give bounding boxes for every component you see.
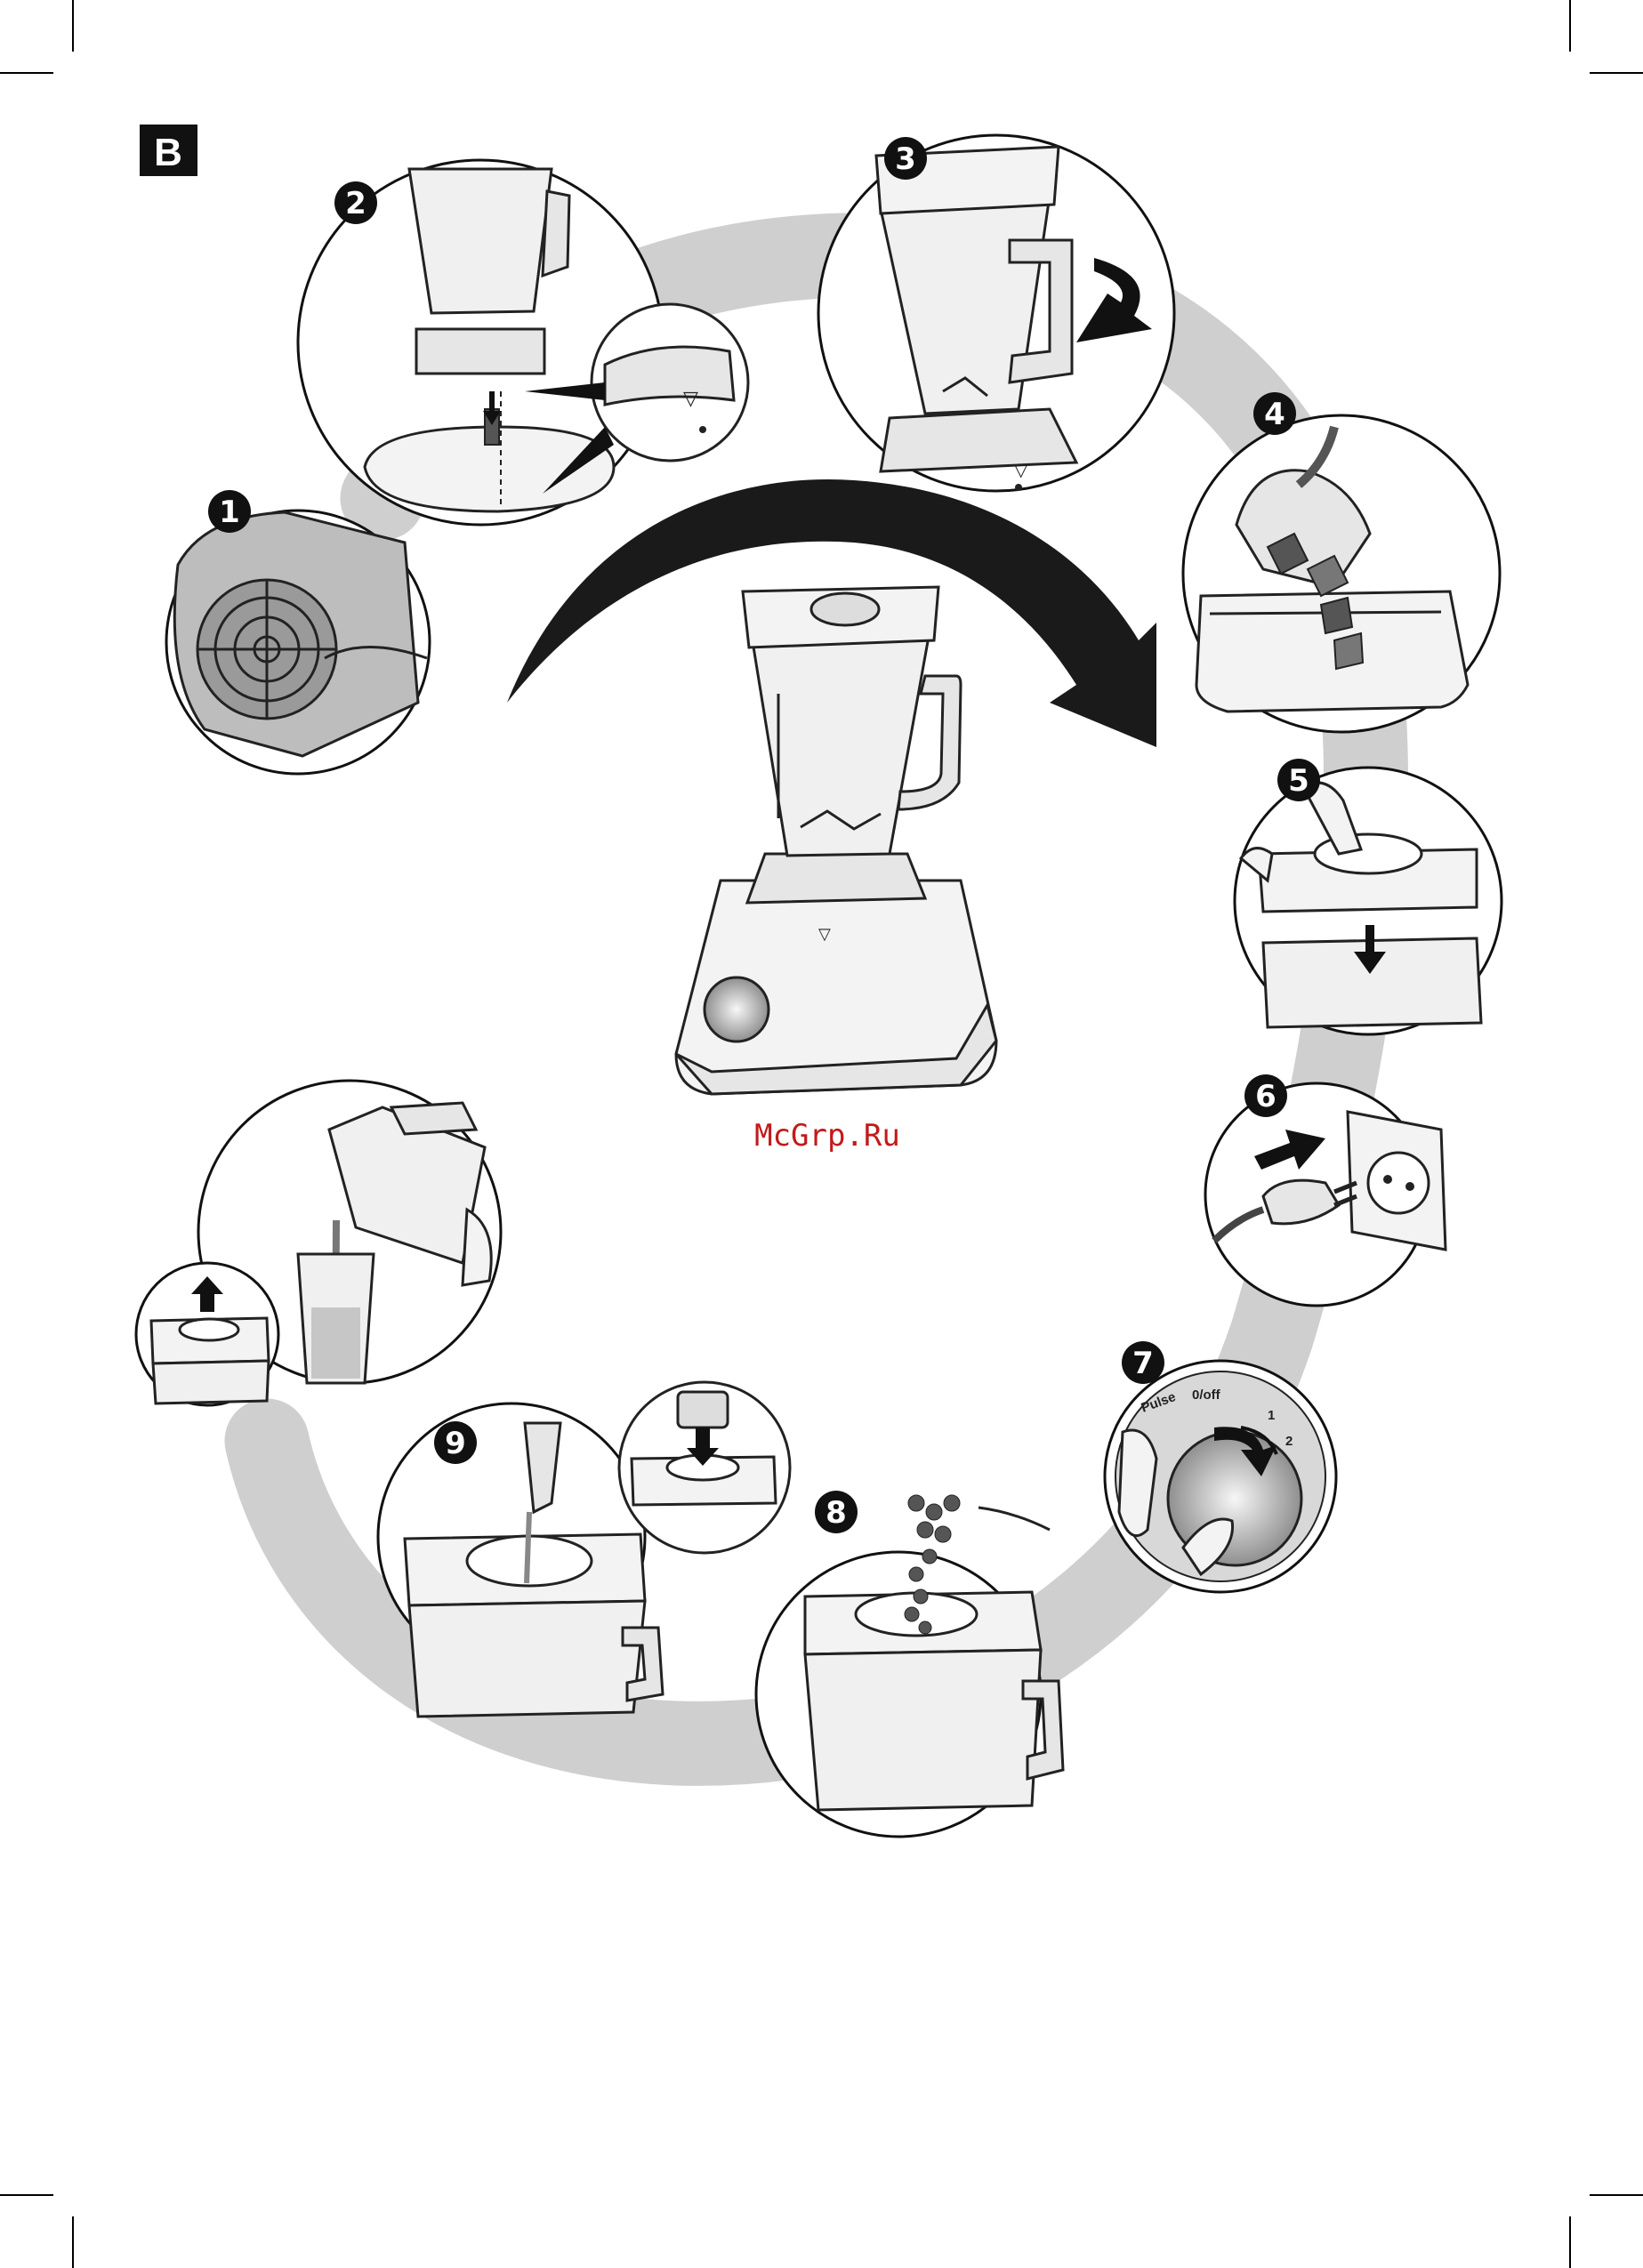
step-8-illustration xyxy=(756,1495,1063,1837)
svg-text:▽: ▽ xyxy=(683,387,698,409)
step-7-illustration: Pulse 0/off 1 2 xyxy=(1105,1361,1336,1592)
step-6-badge: 6 xyxy=(1244,1074,1287,1117)
step-9-badge: 9 xyxy=(434,1421,477,1464)
step-1-illustration xyxy=(166,511,430,774)
step-5-badge: 5 xyxy=(1277,759,1320,801)
remove-lid-inset xyxy=(136,1263,278,1405)
step-8-number: 8 xyxy=(826,1495,847,1531)
section-label: B xyxy=(140,125,197,176)
step-8-badge: 8 xyxy=(815,1491,858,1533)
svg-text:▽: ▽ xyxy=(818,925,831,943)
step-9-number: 9 xyxy=(445,1426,466,1461)
step-2-badge: 2 xyxy=(334,181,377,224)
dial-speed-1-label: 1 xyxy=(1268,1408,1275,1423)
watermark: McGrp.Ru xyxy=(754,1118,900,1154)
step-1-number: 1 xyxy=(219,495,240,530)
step-3-badge: 3 xyxy=(884,137,927,180)
socket-icon xyxy=(1348,1112,1446,1250)
svg-text:▽: ▽ xyxy=(1014,461,1028,480)
step-4-badge: 4 xyxy=(1253,392,1296,435)
section-label-text: B xyxy=(154,131,182,174)
step-1-badge: 1 xyxy=(208,490,251,533)
step-2-number: 2 xyxy=(345,186,366,221)
speed-knob-icon xyxy=(705,977,769,1042)
dial-off-label: 0/off xyxy=(1192,1387,1221,1403)
step-6-illustration xyxy=(1205,1083,1446,1306)
step-3-illustration: ▽ xyxy=(818,135,1174,491)
dial-speed-2-label: 2 xyxy=(1285,1434,1293,1449)
step-7-number: 7 xyxy=(1132,1346,1154,1381)
step-5-illustration xyxy=(1235,768,1502,1034)
step-3-number: 3 xyxy=(895,141,916,177)
step-4-number: 4 xyxy=(1264,397,1285,432)
central-blender: ▽ xyxy=(676,587,996,1094)
step-7-badge: 7 xyxy=(1122,1341,1164,1384)
step-4-illustration xyxy=(1183,415,1500,732)
step-5-number: 5 xyxy=(1288,763,1309,799)
step-6-number: 6 xyxy=(1255,1079,1277,1114)
